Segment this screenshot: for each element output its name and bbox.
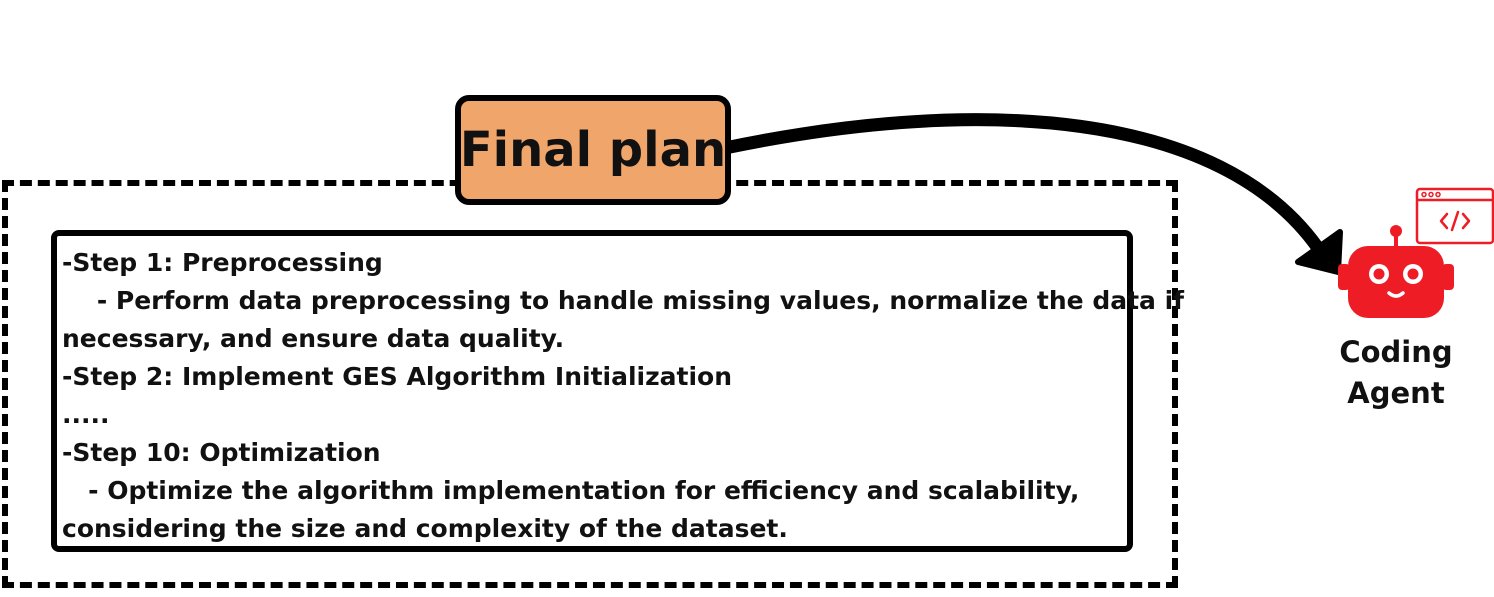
plan-step-1-detail-line-1: - Perform data preprocessing to handle m… <box>62 286 1185 315</box>
plan-step-2-heading: -Step 2: Implement GES Algorithm Initial… <box>62 362 733 391</box>
plan-step-1-detail-line-2: necessary, and ensure data quality. <box>62 324 565 353</box>
plan-step-1-heading: -Step 1: Preprocessing <box>62 248 383 277</box>
final-plan-title-box: Final plan <box>455 95 731 205</box>
coding-agent-label-line-2: Agent <box>1347 376 1445 410</box>
plan-ellipsis: ..... <box>62 400 110 429</box>
code-window-icon <box>1415 187 1494 245</box>
final-plan-title: Final plan <box>459 122 727 178</box>
plan-content-box: -Step 1: Preprocessing - Perform data pr… <box>51 230 1185 552</box>
robot-icon <box>1338 225 1454 318</box>
coding-agent-label: Coding Agent <box>1310 332 1482 414</box>
plan-step-10-detail-line-1: - Optimize the algorithm implementation … <box>62 476 1080 505</box>
plan-step-10-heading: -Step 10: Optimization <box>62 438 381 467</box>
coding-agent-label-line-1: Coding <box>1339 335 1453 369</box>
plan-step-10-detail-line-2: considering the size and complexity of t… <box>62 514 788 543</box>
